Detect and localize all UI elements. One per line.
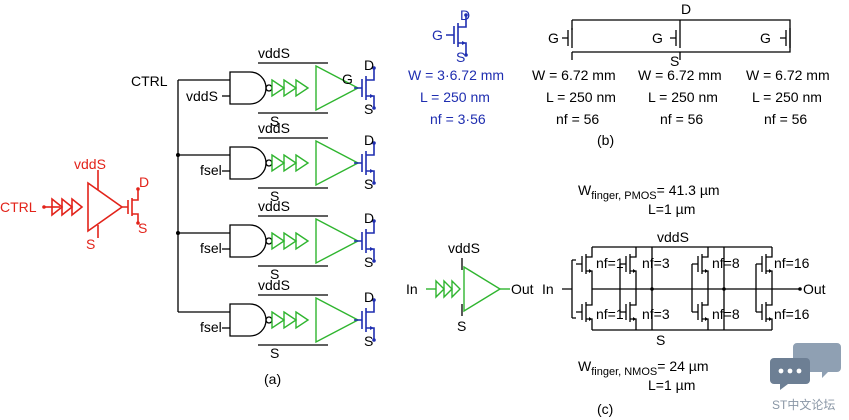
d-label: D: [681, 1, 691, 17]
s-label: S: [457, 318, 466, 334]
nf-label: nf=16: [774, 255, 810, 271]
l-label: L = 250 nm: [546, 89, 616, 105]
w-label: W = 6.72 mm: [746, 67, 830, 83]
watermark: ST中文论坛: [770, 343, 841, 412]
nf-label: nf=8: [712, 306, 740, 322]
g-label: G: [652, 30, 663, 46]
l-label: L = 250 nm: [752, 89, 822, 105]
caption-b: (b): [597, 132, 614, 148]
nf-label: nf=1: [596, 255, 624, 271]
ctrl-label: CTRL: [131, 73, 168, 89]
out-label: Out: [511, 281, 534, 297]
red-d-label: D: [139, 174, 149, 190]
nf-label: nf=16: [774, 306, 810, 322]
driver-row-3: fsel vddS S D S: [200, 198, 377, 282]
b-l-label: L = 250 nm: [420, 89, 490, 105]
panel-b: G D S W = 3·6.72 mm L = 250 nm nf = 3·56…: [408, 1, 830, 148]
nf-label: nf=3: [642, 306, 670, 322]
s-rail-label: S: [270, 345, 279, 361]
nf-label: nf=8: [712, 255, 740, 271]
nf-label: nf = 56: [764, 111, 807, 127]
s-label: S: [364, 101, 373, 117]
g-label: G: [548, 30, 559, 46]
vdds-label: vddS: [448, 240, 480, 256]
vdds-rail-label: vddS: [258, 45, 290, 61]
parallel-transistors: G G G D S W = 6.72 mm W = 6.72 mm W = 6.…: [532, 1, 830, 127]
s-rail-label: S: [270, 188, 279, 204]
nf-label: nf=1: [596, 306, 624, 322]
caption-a: (a): [264, 371, 281, 387]
s-label: S: [364, 333, 373, 349]
l-nmos-label: L=1 µm: [648, 377, 695, 393]
s-label: S: [364, 254, 373, 270]
l-pmos-label: L=1 µm: [648, 201, 695, 217]
s-rail-label: S: [270, 266, 279, 282]
b-g-label: G: [432, 27, 443, 43]
caption-c: (c): [597, 401, 613, 417]
in-label: In: [406, 281, 418, 297]
panel-c: Wfinger, PMOS= 41.3 µm L=1 µm vddS In Ou…: [406, 182, 826, 417]
l-label: L = 250 nm: [648, 89, 718, 105]
s-rail-label: S: [656, 332, 665, 348]
d-label: D: [364, 210, 374, 226]
nf-label: nf = 56: [660, 111, 703, 127]
s-label: S: [364, 176, 373, 192]
single-transistor: G D S W = 3·6.72 mm L = 250 nm nf = 3·56: [408, 7, 504, 127]
watermark-text: ST中文论坛: [772, 397, 835, 412]
red-driver: CTRL vddS D S S: [0, 156, 149, 252]
fsel-label: fsel: [200, 240, 222, 256]
vdds-rail-label: vddS: [258, 277, 290, 293]
w-label: W = 6.72 mm: [638, 67, 722, 83]
d-label: D: [364, 289, 374, 305]
g-label: G: [760, 30, 771, 46]
nf-label: nf=3: [642, 255, 670, 271]
driver-row-4: fsel vddS S D S: [200, 277, 377, 361]
b-nf-label: nf = 3·56: [430, 111, 486, 127]
b-w-label: W = 3·6.72 mm: [408, 67, 504, 83]
in2-label: In: [542, 281, 554, 297]
driver-row-1: vddS vddS S G D S: [186, 45, 377, 129]
inverter-array: vddS S In Out nf=1 nf=3 nf=8 nf=16 nf=1 …: [542, 229, 826, 348]
red-s2-label: S: [138, 220, 147, 236]
red-s-label: S: [86, 236, 95, 252]
d-label: D: [364, 132, 374, 148]
fsel-label: fsel: [200, 319, 222, 335]
red-vdds-label: vddS: [74, 156, 106, 172]
green-driver: vddS In Out S: [406, 240, 534, 334]
b-s-label: S: [456, 49, 465, 65]
s-rail-label: S: [270, 113, 279, 129]
d-label: D: [364, 57, 374, 73]
g-label: G: [342, 71, 353, 87]
vdds-rail-label: vddS: [258, 198, 290, 214]
vdds-rail-label: vddS: [258, 120, 290, 136]
ctrl-bus: [177, 79, 230, 313]
b-d-label: D: [460, 7, 470, 23]
w-pmos-label: Wfinger, PMOS= 41.3 µm: [578, 182, 720, 202]
driver-row-2: fsel vddS S D S: [200, 120, 377, 204]
w-label: W = 6.72 mm: [532, 67, 616, 83]
out2-label: Out: [803, 281, 826, 297]
vdds-rail-label: vddS: [657, 229, 689, 245]
fsel-label: fsel: [200, 162, 222, 178]
nf-label: nf = 56: [556, 111, 599, 127]
panel-a: CTRL vddS D S S CTRL vddS vddS S G D S: [0, 45, 377, 387]
w-nmos-label: Wfinger, NMOS= 24 µm: [578, 358, 709, 378]
s-label: S: [670, 53, 679, 69]
red-ctrl-label: CTRL: [0, 199, 37, 215]
vdds-input-label: vddS: [186, 88, 218, 104]
